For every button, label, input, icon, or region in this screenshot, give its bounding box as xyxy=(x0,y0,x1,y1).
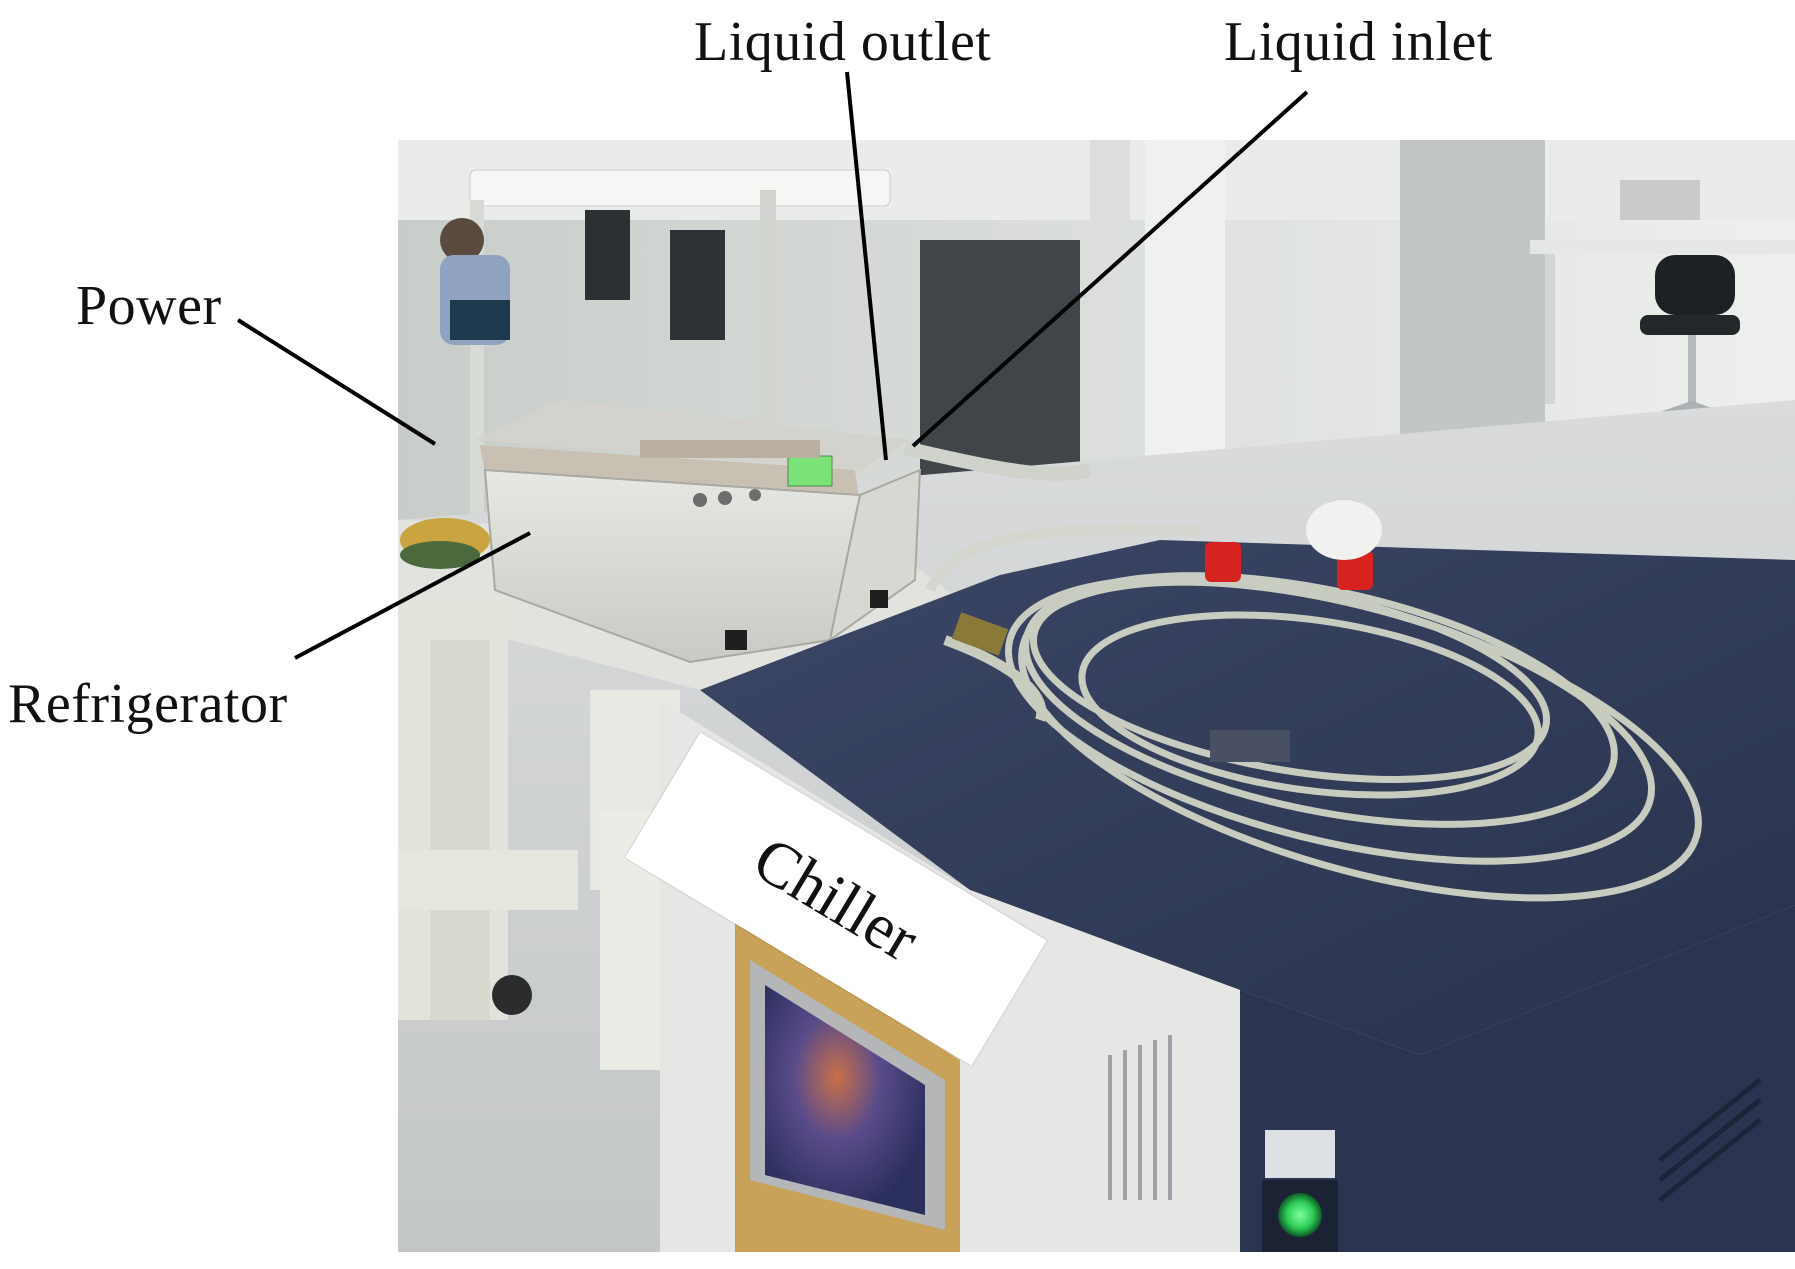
leader-line-refrigerator xyxy=(294,531,531,660)
label-refrigerator: Refrigerator xyxy=(8,673,288,735)
label-liquid-inlet: Liquid inlet xyxy=(1224,11,1493,73)
leader-line-power xyxy=(236,318,437,446)
label-power: Power xyxy=(76,275,222,337)
leader-line-liquid-outlet xyxy=(845,71,888,461)
label-liquid-outlet: Liquid outlet xyxy=(694,11,992,73)
chiller-unit xyxy=(660,500,1795,1252)
leader-line-liquid-inlet xyxy=(911,90,1309,448)
leader-lines xyxy=(236,71,1309,660)
photo xyxy=(398,140,1795,1252)
refrigerator-unit xyxy=(475,400,922,664)
